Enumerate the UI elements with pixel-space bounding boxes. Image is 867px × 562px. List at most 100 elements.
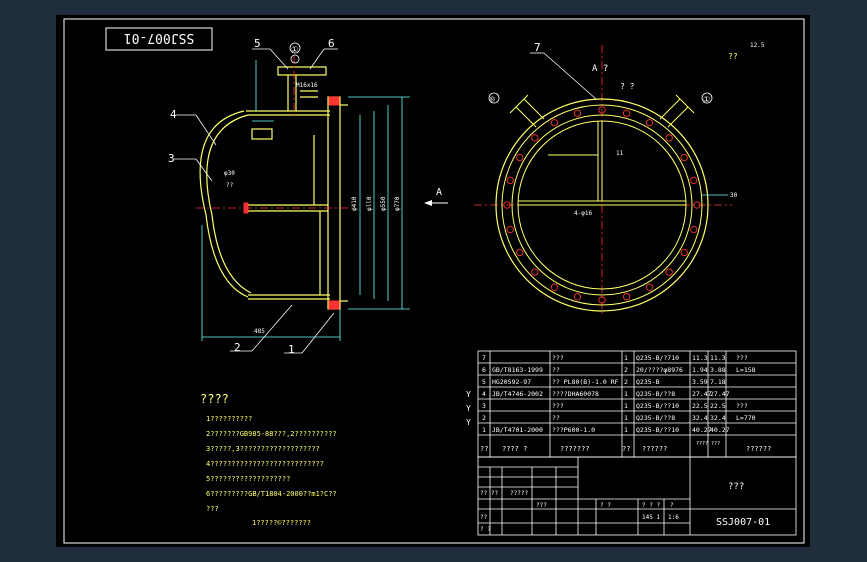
nozzle-mark-left <box>289 42 301 54</box>
bom-cell-w2: 7.18 <box>710 378 726 386</box>
bolt-hole <box>573 109 582 117</box>
bolt-hole <box>690 225 698 234</box>
title-drawing-no: SSJ007-01 <box>716 517 770 528</box>
bom-cell-qty: 2 <box>624 366 628 374</box>
bolt-hole <box>598 106 606 114</box>
dim-ll0: φll0 <box>366 196 373 211</box>
dim-texts: M16x16 φ30 ?? 485 φ410 φll0 φ550 φ770 11… <box>224 82 738 335</box>
dim-q: ?? <box>226 182 234 189</box>
bom-cell-w1: 1.94 <box>692 366 708 374</box>
title-r5: ? ? <box>480 526 491 533</box>
bolt-hole <box>550 119 559 127</box>
title-r2: ?? <box>480 514 488 521</box>
callout-7: 7 <box>534 41 541 54</box>
bom-cell-rem: L=770 <box>736 414 756 422</box>
bom-cell-std: JB/T4746-2002 <box>492 390 543 398</box>
note-line: 6?????????GB/T1804-2000??m1?C?? <box>206 490 337 498</box>
bolt-hole <box>690 176 698 185</box>
title-h1: ?? ?? <box>480 490 498 497</box>
dim-485: 485 <box>254 328 265 335</box>
bom-cell-name: ?? PL80(B)-1.0 RF <box>552 378 619 386</box>
cad-drawing: SSJ007-01 <box>63 18 805 544</box>
bom-cell-mat: Q235-B/??10 <box>636 402 679 410</box>
bom-cell-no: 7 <box>482 354 486 362</box>
bolt-hole <box>531 134 539 142</box>
title-scale: 1:6 <box>668 514 679 521</box>
title-h3: ??? <box>536 502 547 509</box>
bolt-hole <box>516 153 524 162</box>
center-lines <box>196 45 732 315</box>
callout-numbers: 4 3 5 6 2 1 7 <box>168 37 541 356</box>
bom-h-rem: ?????? <box>746 445 771 453</box>
bom-cell-qty: 1 <box>624 390 628 398</box>
bolt-hole <box>531 268 539 276</box>
bolt-hole <box>680 153 688 162</box>
nozzle-mark-left-label: ① <box>291 45 298 54</box>
bom-cell-std: HG20592-97 <box>492 378 531 386</box>
bom-cell-w1: 32.4 <box>692 414 708 422</box>
section-view <box>199 66 348 310</box>
roughness-mark: ?? <box>728 52 738 61</box>
bom-cell-w1: 11.3 <box>692 354 708 362</box>
note-line: 1?????????? <box>206 415 252 423</box>
view-arrow-label: A <box>436 187 442 198</box>
bom-cell-no: 2 <box>482 414 486 422</box>
bom-h-name: ??????? <box>560 445 590 453</box>
bom-cell-w2: 40.27 <box>710 426 730 434</box>
bom-cell-no: 4 <box>482 390 486 398</box>
title-r4: ? <box>670 502 674 509</box>
bom-h-qty: ?? <box>622 445 630 453</box>
bom-cell-qty: 1 <box>624 426 628 434</box>
bom-cell-name: ?? <box>552 366 560 374</box>
bom-cell-name: ??? <box>552 402 564 410</box>
bom-h-std: ???? ? <box>502 445 527 453</box>
nozzle-mark-right-label: ® <box>490 95 495 104</box>
bom-h-mat: ?????? <box>642 445 667 453</box>
bolt-hole <box>665 134 673 142</box>
note-line: 5??????????????????? <box>206 475 290 483</box>
bolt-hole <box>622 293 631 301</box>
bolt-hole <box>506 225 514 234</box>
bolt-hole <box>622 109 631 117</box>
title-r1: ? ? <box>600 502 611 509</box>
bom-cell-mat: Q235-B/??8 <box>636 414 675 422</box>
drawing-no-box <box>105 27 213 51</box>
view-a-sub: ? ? <box>620 82 635 91</box>
callout-6: 6 <box>328 37 335 50</box>
bom-cell-no: 6 <box>482 366 486 374</box>
bolt-holes <box>503 106 701 304</box>
bom-cell-no: 5 <box>482 378 486 386</box>
notes-footer: 1?????©??????? <box>252 519 311 527</box>
side-mark: Y <box>466 404 471 413</box>
dimension-lines <box>201 60 410 341</box>
callout-5: 5 <box>254 37 261 50</box>
bolt-hole <box>645 283 654 291</box>
bom-cell-qty: 1 <box>624 402 628 410</box>
note-line: 4??????????????????????????? <box>206 460 324 468</box>
bolt-hole <box>680 248 688 257</box>
note-line: 2???????GB985-88???,2?????????? <box>206 430 337 438</box>
bolt-hole <box>550 283 559 291</box>
title-block-grid <box>477 456 797 536</box>
bom-cell-w2: 22.5 <box>710 402 726 410</box>
bom-cell-std: JB/T4701-2000 <box>492 426 543 434</box>
dim-410: φ410 <box>351 196 358 211</box>
view-arrowhead <box>424 200 432 206</box>
bom-cell-w1: 40.27 <box>692 426 712 434</box>
bom-h-w: ???? ??? <box>696 441 720 447</box>
callout-leaders <box>174 48 597 354</box>
bom-cell-rem: ??? <box>736 402 748 410</box>
outer-border <box>63 18 805 544</box>
bom-cell-name: ????DHA60078 <box>552 390 599 398</box>
dim-30: φ30 <box>224 170 235 177</box>
note-line: ??? <box>206 505 219 513</box>
callout-3: 3 <box>168 152 175 165</box>
dim-4phi16: 4-φ16 <box>574 210 592 217</box>
bolt-hole <box>693 201 701 209</box>
side-mark: Y <box>466 390 471 399</box>
bolt-hole <box>598 296 606 304</box>
bolt-hole <box>573 293 582 301</box>
bom-cell-rem: L=158 <box>736 366 756 374</box>
bom-cell-w1: 22.5 <box>692 402 708 410</box>
